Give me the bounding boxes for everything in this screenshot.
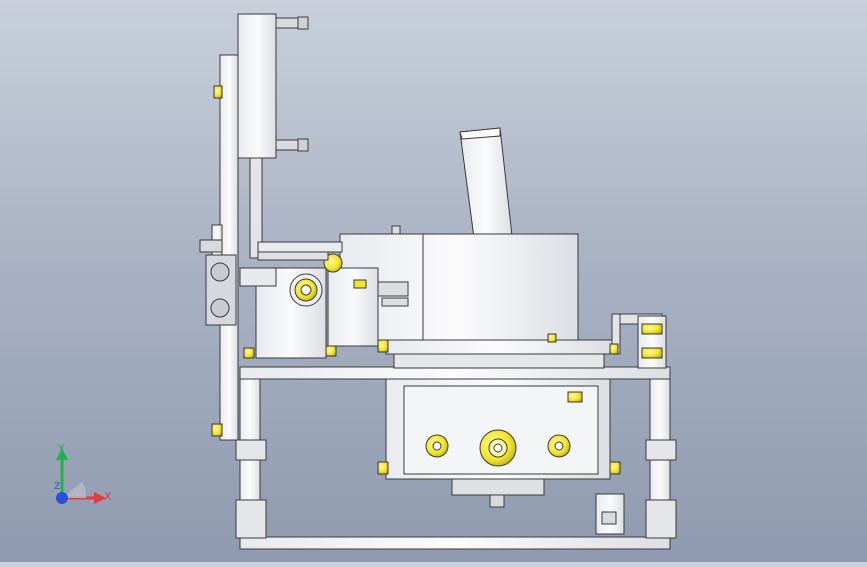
triad-y-label: Y bbox=[58, 442, 65, 455]
upper-rail bbox=[257, 241, 343, 261]
base-frame bbox=[235, 378, 677, 550]
lower-right-sensor bbox=[595, 493, 625, 535]
z-axis-dot bbox=[56, 492, 68, 504]
triad-x-label: X bbox=[104, 490, 112, 503]
vertical-cylinder bbox=[237, 13, 309, 259]
left-mounting-plate bbox=[199, 54, 239, 441]
motor-mount-plate bbox=[385, 378, 611, 508]
orientation-triad bbox=[56, 448, 106, 504]
base-top-plate bbox=[239, 339, 671, 380]
hardware-screws bbox=[211, 85, 621, 475]
right-sensor-bracket bbox=[611, 313, 667, 369]
feed-chute bbox=[459, 127, 513, 239]
x-axis-arrow bbox=[94, 492, 106, 504]
valve-block bbox=[327, 267, 409, 347]
triad-plane bbox=[62, 482, 87, 498]
bearing-bracket bbox=[239, 253, 343, 359]
triad-z-label: Z bbox=[54, 482, 61, 492]
y-axis-arrow bbox=[56, 448, 68, 460]
